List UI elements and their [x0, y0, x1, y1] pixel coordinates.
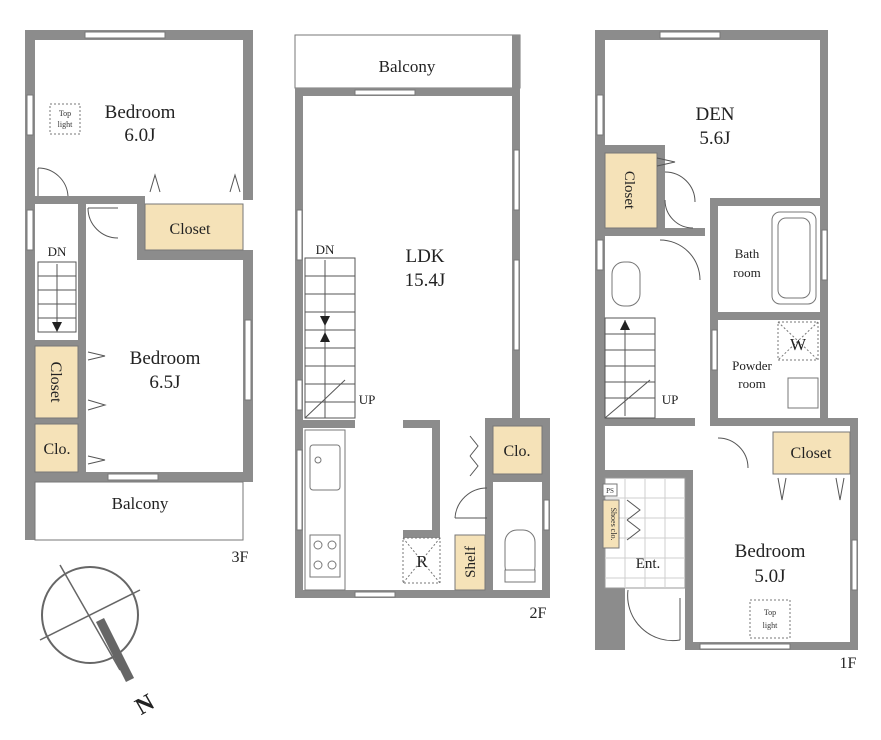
shelf: [454, 534, 486, 591]
floor-1f: Top light DEN 5.6J Closet Bath room W Po…: [595, 30, 858, 672]
balcony-2f: [294, 34, 521, 89]
north-arrow-icon: [95, 617, 135, 683]
floor-label: 3F: [232, 549, 249, 566]
stove-icon: [309, 534, 341, 578]
shelf-label: Shelf: [463, 546, 479, 578]
toilet-icon: [611, 261, 641, 307]
stairs-2f: [304, 257, 356, 419]
room-name: Bedroom: [735, 541, 806, 562]
balcony-3f: [34, 481, 244, 541]
room-size: 5.6J: [699, 128, 730, 149]
compass: N: [39, 564, 160, 721]
closet-label: Closet: [170, 221, 211, 238]
floor-label: 2F: [530, 605, 547, 622]
closet-3f-main: [144, 203, 244, 251]
room-name: Powder: [732, 358, 772, 373]
entrance-label: Ent.: [636, 556, 661, 572]
stair-down-arrow-icon: [320, 316, 330, 326]
stair-up-arrow-icon: [620, 320, 630, 330]
balcony-label: Balcony: [379, 57, 436, 76]
closet-label: Closet: [621, 171, 637, 210]
room-size: 15.4J: [405, 270, 446, 291]
stair-label: DN: [48, 244, 67, 259]
top-light-label: light: [58, 120, 73, 129]
room-name: Bedroom: [105, 102, 176, 123]
clo-label: Clo.: [43, 441, 70, 458]
top-light-1f: [749, 599, 791, 639]
closet-label: Closet: [791, 445, 832, 462]
room-name: room: [738, 376, 765, 391]
room-name: LDK: [405, 246, 444, 267]
balcony-label: Balcony: [112, 494, 169, 513]
top-light-label: light: [763, 621, 778, 630]
room-name: DEN: [695, 104, 734, 125]
shoes-label: Shoes clo.: [609, 508, 618, 541]
top-light-label: Top: [764, 608, 776, 617]
room-name: Bedroom: [130, 348, 201, 369]
room-size: 6.0J: [124, 125, 155, 146]
clo-label: Clo.: [503, 443, 530, 460]
room-name: room: [733, 265, 760, 280]
stairs-1f: [604, 317, 656, 419]
stairs-3f: [37, 261, 77, 333]
closet-label: Closet: [47, 362, 64, 403]
stair-label: UP: [359, 392, 376, 407]
north-label: N: [131, 689, 160, 721]
shoes-closet: [602, 499, 620, 549]
floor-2f: Balcony LDK 15.4J DN UP Clo. Shelf R 2F: [294, 34, 550, 622]
stair-label: DN: [316, 242, 335, 257]
room-size: 5.0J: [754, 566, 785, 587]
stair-up-arrow-icon: [320, 332, 330, 342]
sink-icon: [309, 444, 341, 491]
closet-3f-side: [34, 345, 79, 419]
closet-bedroom-1f: [772, 431, 851, 475]
room-name: Bath: [735, 246, 760, 261]
washer-label: W: [790, 335, 807, 354]
top-light-3f: [49, 103, 81, 135]
clo-3f: [34, 423, 79, 473]
stair-label: UP: [662, 392, 679, 407]
top-light-label: Top: [59, 109, 71, 118]
fridge-label: R: [416, 552, 428, 571]
floor-label: 1F: [840, 655, 857, 672]
floor-3f: Top light Bedroom 6.0J Bedroom 6.5J Clos…: [25, 30, 253, 566]
closet-den: [604, 152, 658, 229]
vanity-icon: [787, 377, 819, 409]
clo-2f: [492, 425, 543, 475]
ps-label: PS: [606, 487, 614, 495]
ps-box: [602, 483, 618, 497]
room-size: 6.5J: [149, 372, 180, 393]
stair-arrow-icon: [52, 322, 62, 332]
